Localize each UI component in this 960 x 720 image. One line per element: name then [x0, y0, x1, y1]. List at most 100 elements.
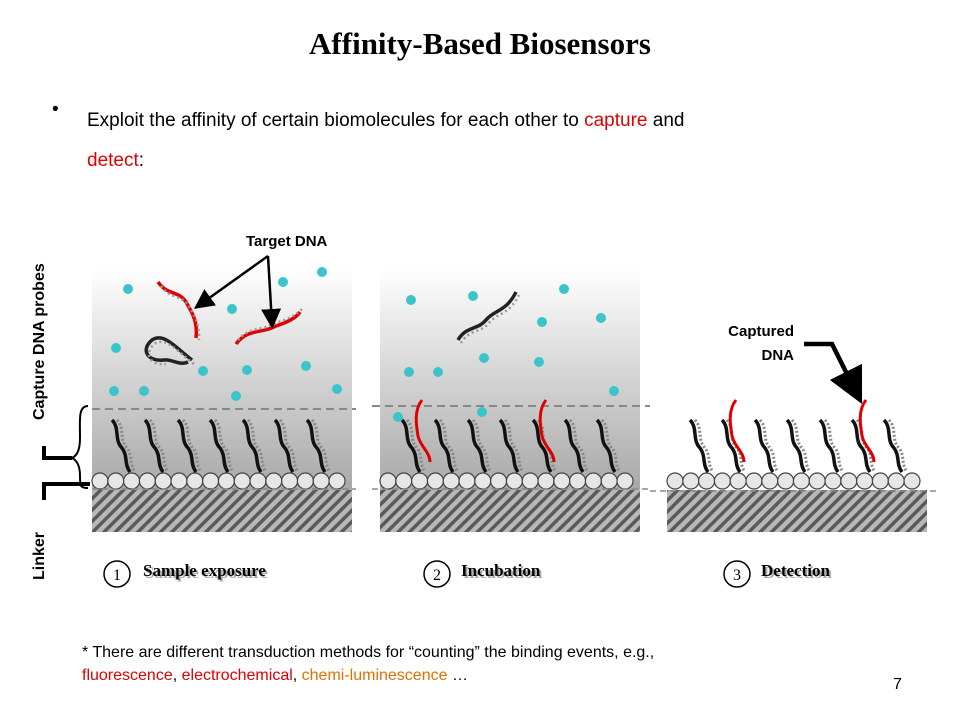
footnote-text: * There are different transduction metho…	[82, 644, 655, 661]
linker-bead	[855, 472, 874, 490]
strand-dots	[459, 294, 521, 344]
linker-bead	[553, 472, 571, 490]
capture-probe	[720, 418, 742, 474]
linker-bead	[281, 472, 299, 490]
capture-probe	[595, 418, 617, 474]
panel-incubation	[372, 268, 650, 532]
molecule-dot	[111, 343, 121, 353]
molecule-dot	[596, 313, 606, 323]
linker-bead	[616, 472, 634, 490]
molecule-dot	[406, 295, 416, 305]
probe-dots	[600, 418, 622, 473]
capture-probe	[143, 418, 165, 474]
captured-targets	[728, 399, 876, 463]
capture-probe	[176, 418, 198, 474]
capture-probe	[241, 418, 263, 474]
step-number-circle	[103, 560, 131, 588]
molecule-dot	[139, 386, 149, 396]
step-label-shadow: Sample exposure	[145, 563, 268, 582]
linker-bead	[91, 472, 109, 490]
linker-bead	[312, 472, 330, 490]
target-arrow	[193, 254, 269, 309]
linker-bead	[600, 472, 618, 490]
linker-bead	[537, 472, 555, 490]
step-label: Detection	[761, 561, 830, 580]
substrate	[667, 490, 927, 532]
bullet-text-after: :	[138, 150, 145, 171]
step-2: 2 Incubation Incubation	[423, 560, 543, 588]
molecule-dot	[404, 367, 414, 377]
molecule-dot	[301, 361, 311, 371]
probe-dots	[405, 418, 427, 473]
linker-bead	[568, 472, 587, 490]
linker-beads	[379, 472, 634, 490]
capture-probe	[850, 418, 872, 474]
nontarget-strand	[456, 291, 518, 341]
molecule-dot	[393, 412, 403, 422]
slide-title: Affinity-Based Biosensors	[309, 26, 651, 61]
capture-probe	[753, 418, 775, 474]
molecule-dot	[537, 317, 547, 327]
capture-probe	[531, 418, 553, 474]
bullet-text: Exploit the affinity of certain biomolec…	[87, 101, 867, 181]
probe-dots	[246, 418, 268, 473]
linker-beads	[91, 472, 346, 490]
step-3: 3 Detection Detection	[723, 560, 832, 588]
target-dna-label: Target DNA	[246, 233, 328, 250]
step-label: Incubation	[461, 561, 541, 580]
linker-bead	[442, 472, 460, 490]
molecule-dot	[433, 367, 443, 377]
linker-bead	[761, 472, 779, 490]
capture-probes	[110, 418, 332, 474]
capture-probe	[563, 418, 585, 474]
probe-dots	[115, 418, 137, 473]
strand-dots	[159, 285, 201, 341]
capture-probe	[208, 418, 230, 474]
panel-detection	[650, 399, 938, 532]
nontarget-strand	[144, 336, 194, 365]
target-strand	[858, 399, 876, 463]
linker-bead	[249, 472, 267, 490]
capture-probe	[433, 418, 455, 474]
molecule-dots	[393, 284, 619, 422]
molecule-dot	[198, 366, 208, 376]
capture-probe	[882, 418, 904, 474]
linker-bead	[903, 472, 921, 490]
probe-dots	[887, 418, 909, 473]
molecule-dot	[123, 284, 133, 294]
linker-bead	[824, 472, 842, 490]
linker-bead	[379, 472, 397, 490]
probe-dots	[278, 418, 300, 473]
highlight-detect: detect	[87, 150, 139, 171]
probe-dots	[823, 418, 845, 473]
linker-bead	[107, 472, 125, 490]
linker-bead	[666, 472, 684, 490]
linker-bead	[458, 472, 476, 490]
target-strand	[538, 399, 556, 463]
step-number-circle	[723, 560, 751, 588]
step-label-shadow: Detection	[763, 563, 832, 582]
step-number-circle	[423, 560, 451, 588]
highlight-capture: capture	[584, 110, 648, 131]
panel-sample-exposure	[91, 267, 356, 532]
linker-bead	[745, 472, 763, 490]
linker-bead	[697, 472, 716, 490]
linker-bead	[871, 472, 890, 490]
probe-dots	[181, 418, 203, 473]
molecule-dots	[109, 267, 342, 401]
step-label-shadow: Incubation	[463, 563, 543, 582]
linker-bead	[490, 472, 508, 490]
probe-dots	[693, 418, 715, 473]
capture-probe	[466, 418, 488, 474]
capture-probe	[498, 418, 520, 474]
molecule-dot	[317, 267, 327, 277]
capture-probe	[785, 418, 807, 474]
bullet-text-middle: and	[647, 110, 685, 131]
capture-probe	[400, 418, 422, 474]
probe-dots	[758, 418, 780, 473]
solution-region	[380, 268, 640, 490]
linker-bead	[776, 472, 795, 490]
molecule-dot	[479, 353, 489, 363]
molecule-dot	[278, 277, 288, 287]
